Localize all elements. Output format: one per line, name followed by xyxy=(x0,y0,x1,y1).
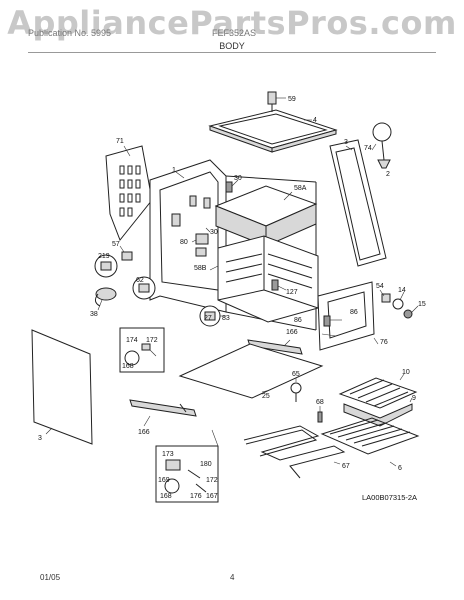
callout-3-lower: 3 xyxy=(38,435,42,442)
callout-83: 83 xyxy=(222,315,230,322)
callout-180: 180 xyxy=(200,461,212,468)
publication-number: Publication No. 5995 xyxy=(28,28,112,38)
part-insulation-top[interactable] xyxy=(214,185,318,247)
callout-174-upper: 174 xyxy=(126,337,138,344)
model-number: FEF352AS xyxy=(212,28,257,38)
part-cabinet-body[interactable] xyxy=(149,159,317,331)
diagram-code: LA00B07315-2A xyxy=(362,493,417,502)
part-broil-pan[interactable] xyxy=(343,403,413,427)
callout-172-upper: 172 xyxy=(146,337,158,344)
callout-167: 167 xyxy=(206,493,218,500)
part-oven-door[interactable] xyxy=(317,281,375,351)
callout-62: 62 xyxy=(136,277,144,284)
part-hinge-rail-lower[interactable] xyxy=(129,399,197,417)
callout-2: 2 xyxy=(386,171,390,178)
callout-15: 15 xyxy=(418,301,426,308)
callout-38: 38 xyxy=(90,311,98,318)
callout-74: 74 xyxy=(364,145,372,152)
callout-127: 127 xyxy=(286,289,298,296)
callout-172-lower: 172 xyxy=(206,477,218,484)
leader-lines xyxy=(45,97,419,467)
callout-86-door: 86 xyxy=(350,309,358,316)
callout-219: 219 xyxy=(98,253,110,260)
part-control-knob[interactable] xyxy=(372,122,392,169)
part-bracket-59[interactable] xyxy=(267,91,277,112)
callout-59: 59 xyxy=(288,96,296,103)
callout-25: 25 xyxy=(262,393,270,400)
callout-57: 57 xyxy=(112,241,120,248)
callout-71: 71 xyxy=(116,138,124,145)
part-terminal-block-80[interactable] xyxy=(195,233,209,257)
callout-173: 173 xyxy=(162,451,174,458)
header-rule xyxy=(28,52,436,53)
callout-65: 65 xyxy=(292,371,300,378)
callout-14: 14 xyxy=(398,287,406,294)
part-handle-hardware[interactable] xyxy=(381,293,413,319)
callout-30-lower: 30 xyxy=(210,229,218,236)
part-leveling-leg[interactable] xyxy=(290,382,302,402)
callout-80: 80 xyxy=(180,239,188,246)
callout-labels: 59 4 71 3 74 2 1 30 58A 30 80 57 219 62 … xyxy=(38,96,426,500)
part-sensor-127[interactable] xyxy=(271,279,279,291)
part-side-panel-left[interactable] xyxy=(31,329,93,445)
callout-54: 54 xyxy=(376,283,384,290)
callout-58b: 58B xyxy=(194,265,207,272)
callout-67: 67 xyxy=(342,463,350,470)
callout-10: 10 xyxy=(402,369,410,376)
callout-58a: 58A xyxy=(294,185,307,192)
detail-inset-upper[interactable] xyxy=(119,327,165,373)
callout-27: 27 xyxy=(204,315,212,322)
part-oven-cavity[interactable] xyxy=(217,235,319,323)
callout-3-upper: 3 xyxy=(344,139,348,146)
part-top-panel[interactable] xyxy=(208,109,338,153)
callout-1: 1 xyxy=(172,167,176,174)
callout-76: 76 xyxy=(380,339,388,346)
part-bolt-68[interactable] xyxy=(317,411,323,423)
detail-inset-lower[interactable] xyxy=(155,445,219,503)
footer-page-number: 4 xyxy=(230,573,235,582)
part-bake-element[interactable] xyxy=(243,425,346,479)
callout-68: 68 xyxy=(316,399,324,406)
callout-166-lower: 166 xyxy=(138,429,150,436)
detail-circle-62[interactable] xyxy=(132,276,156,300)
section-title: BODY xyxy=(219,41,245,51)
part-cord-38[interactable] xyxy=(94,287,117,307)
part-broil-pan-insert[interactable] xyxy=(338,377,418,409)
part-rear-cover[interactable] xyxy=(105,145,153,241)
part-switch-57[interactable] xyxy=(121,251,133,261)
callout-168-upper: 168 xyxy=(122,363,134,370)
callout-169: 169 xyxy=(158,477,170,484)
detail-circle-219[interactable] xyxy=(94,254,118,278)
footer-date: 01/05 xyxy=(40,573,61,582)
callout-166-upper: 166 xyxy=(286,329,298,336)
part-drawer-bottom[interactable] xyxy=(178,343,324,399)
callout-6: 6 xyxy=(398,465,402,472)
callout-9: 9 xyxy=(412,395,416,402)
callout-30-upper: 30 xyxy=(234,175,242,182)
part-clip-30-upper[interactable] xyxy=(225,181,233,193)
callout-86-rail: 86 xyxy=(294,317,302,324)
part-side-panel-right[interactable] xyxy=(329,139,387,267)
callout-4: 4 xyxy=(313,117,317,124)
watermark: AppliancePartsPros.com xyxy=(7,4,457,42)
callout-168-lower: 168 xyxy=(160,493,172,500)
callout-176: 176 xyxy=(190,493,202,500)
part-oven-rack[interactable] xyxy=(320,417,420,455)
